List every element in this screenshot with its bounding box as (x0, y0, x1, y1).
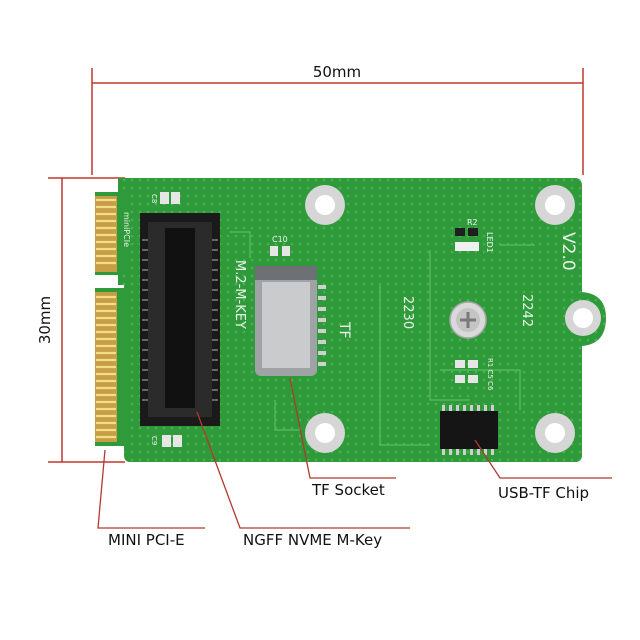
usb-tf-chip (440, 405, 498, 455)
silk-r2: R2 (467, 218, 478, 227)
smd-components (160, 192, 479, 447)
height-dimension: 30mm (36, 177, 125, 463)
pcb-traces (230, 231, 535, 446)
height-label: 30mm (36, 296, 54, 344)
tf-socket-label: TF Socket (311, 481, 385, 499)
silk-minipcie: miniPCIe (122, 212, 131, 247)
callout-lines (97, 377, 612, 529)
silk-c8: C8 (150, 194, 158, 203)
silk-2230: 2230 (400, 296, 415, 329)
tf-socket (255, 266, 326, 376)
mounting-holes (305, 185, 601, 453)
silk-led1: LED1 (485, 232, 494, 253)
silk-2242: 2242 (519, 294, 534, 327)
gold-fingers (95, 196, 117, 442)
callout-labels: TF Socket USB-TF Chip MINI PCI-E NGFF NV… (108, 481, 589, 549)
silkscreen: miniPCIe M.2-M-KEY C10 TF 2230 2242 V2.0… (122, 194, 578, 445)
silk-c10: C10 (272, 235, 288, 244)
silk-m2-key: M.2-M-KEY (232, 260, 247, 329)
width-label: 50mm (313, 63, 361, 81)
m2-connector (140, 213, 220, 426)
silk-c9: C9 (150, 436, 158, 445)
width-dimension: 50mm (91, 63, 584, 175)
silk-version: V2.0 (558, 232, 578, 271)
silk-tf: TF (336, 321, 352, 339)
screw-icon (449, 301, 487, 339)
silk-r1c5c6: R1 C5 C6 (486, 358, 494, 391)
usb-tf-chip-label: USB-TF Chip (498, 484, 589, 502)
mini-pcie-label: MINI PCI-E (108, 531, 185, 549)
ngff-label: NGFF NVME M-Key (243, 531, 382, 549)
